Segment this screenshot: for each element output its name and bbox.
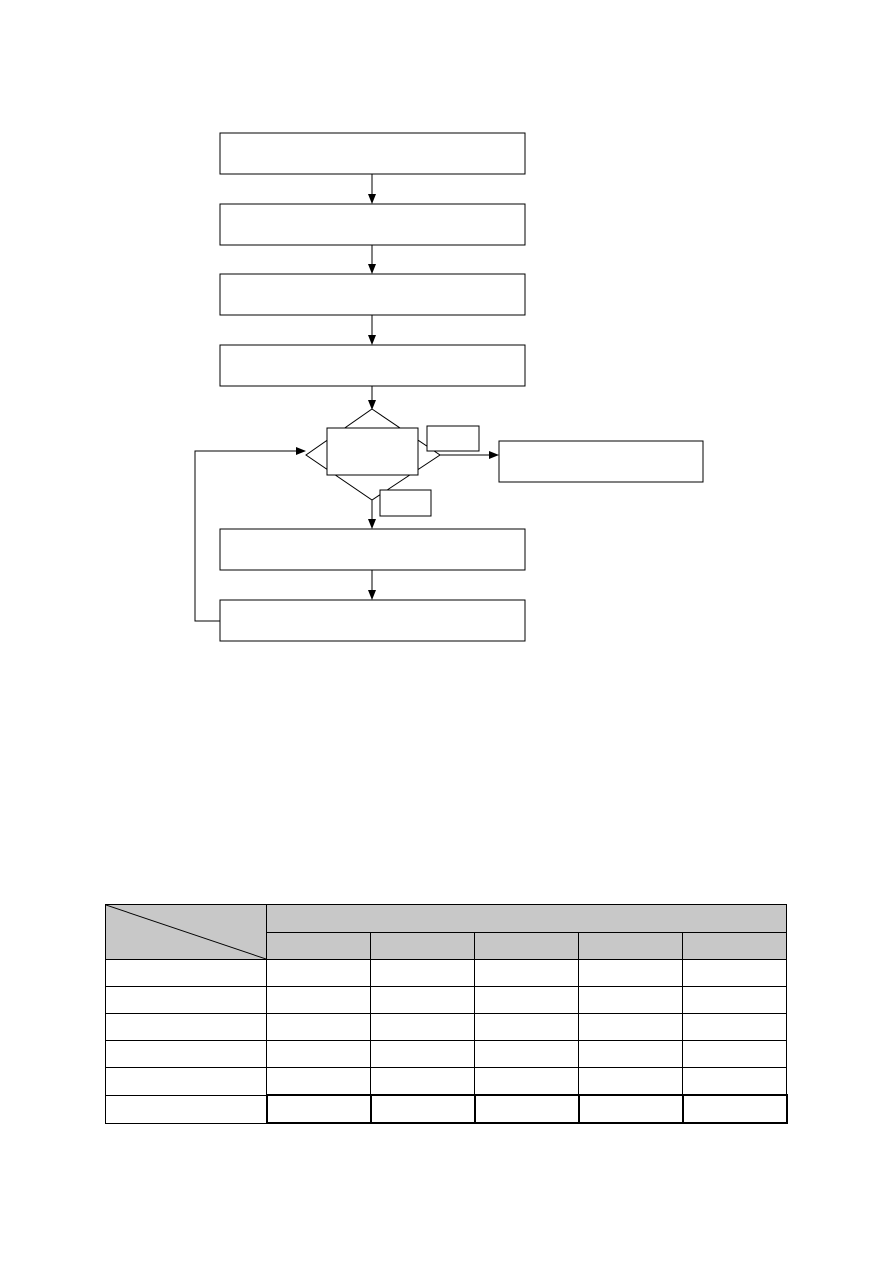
table-cell: [473, 1094, 580, 1124]
data-table: [105, 904, 788, 1124]
flow-step-1: [219, 132, 526, 175]
table-cell: [266, 1040, 371, 1068]
table-row: [105, 959, 787, 987]
table-row: [105, 986, 787, 1014]
table-cell: [578, 959, 683, 987]
table-cell: [266, 959, 371, 987]
table-row-label: [105, 959, 267, 987]
table-cell: [578, 986, 683, 1014]
flow-step-2: [219, 203, 526, 246]
flow-no-label-box: [379, 489, 432, 517]
flow-step-6: [219, 599, 526, 642]
table-cell: [578, 1067, 683, 1096]
table-cell: [474, 959, 579, 987]
table-row-label: [105, 986, 267, 1014]
flow-step-5: [219, 528, 526, 571]
table-cell: [682, 959, 787, 987]
table-group-header: [266, 904, 787, 933]
flow-decision: [305, 408, 441, 501]
table-cell: [370, 959, 475, 987]
table-cell: [577, 1094, 684, 1124]
table-row-label: [105, 1094, 267, 1124]
flow-loop-arrow: [194, 447, 306, 622]
table-cell: [682, 1040, 787, 1068]
table-cell: [266, 1067, 371, 1096]
table-row: [105, 1094, 788, 1124]
table-cell: [474, 1067, 579, 1096]
table-column-header: [578, 931, 683, 960]
table-cell: [474, 986, 579, 1014]
flow-step-4: [219, 344, 526, 387]
table-cell: [369, 1094, 476, 1124]
table-cell: [474, 1040, 579, 1068]
table-cell: [370, 1013, 475, 1041]
table-row-label: [105, 1067, 267, 1096]
table-cell: [370, 1040, 475, 1068]
table-cell: [578, 1040, 683, 1068]
table-row: [105, 1013, 787, 1041]
corner-diagonal: [106, 905, 266, 959]
table-cell: [682, 1013, 787, 1041]
table-cell: [266, 986, 371, 1014]
table-cell: [370, 1067, 475, 1096]
table-cell: [474, 1013, 579, 1041]
table-column-header: [474, 931, 579, 960]
table-cell: [265, 1094, 372, 1124]
table-cell: [370, 986, 475, 1014]
table-cell: [682, 986, 787, 1014]
table-row-label: [105, 1040, 267, 1068]
table-row-label: [105, 1013, 267, 1041]
flow-end-box: [498, 440, 704, 483]
table-column-header: [266, 931, 371, 960]
table-corner-cell: [105, 904, 267, 960]
table-column-header: [682, 931, 787, 960]
table-column-header: [370, 931, 475, 960]
table-cell: [578, 1013, 683, 1041]
table-row: [105, 1040, 787, 1068]
table-row: [105, 1067, 787, 1096]
flowchart: [194, 132, 704, 642]
flow-step-3: [219, 273, 526, 316]
table-cell: [681, 1094, 788, 1124]
table-cell: [682, 1067, 787, 1096]
flow-yes-label-box: [426, 425, 480, 452]
table-cell: [266, 1013, 371, 1041]
